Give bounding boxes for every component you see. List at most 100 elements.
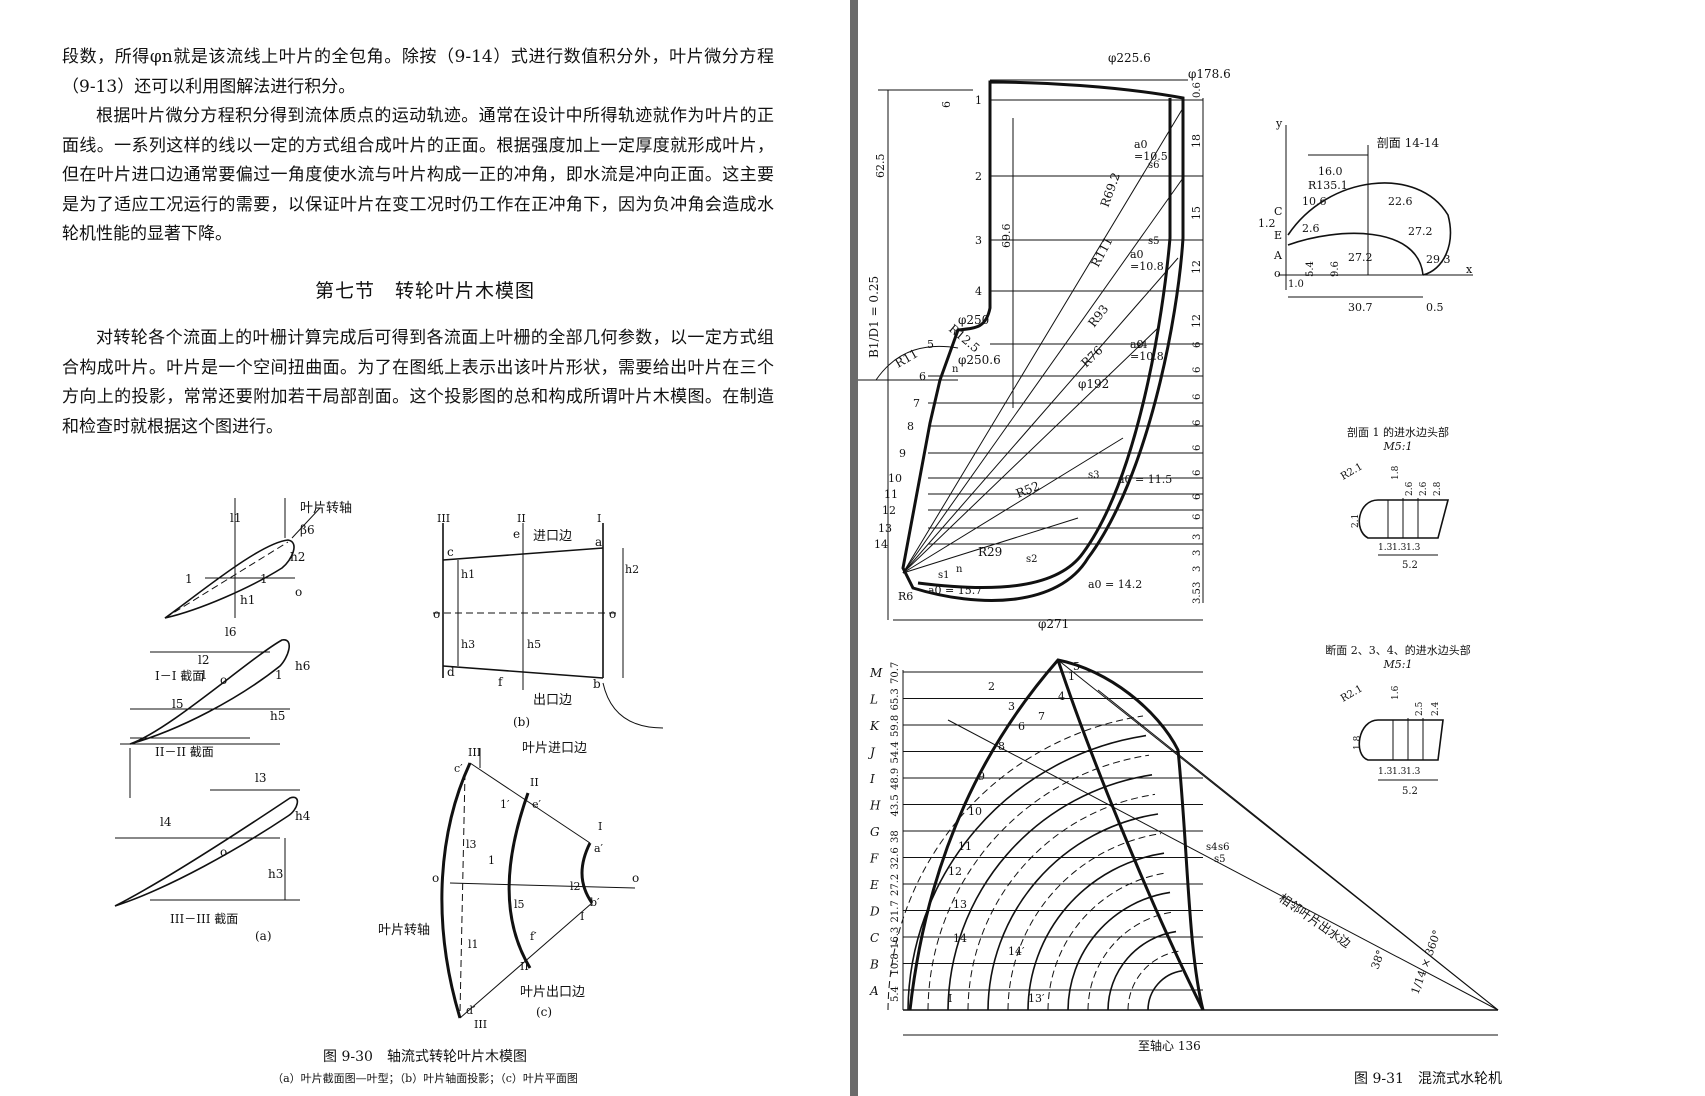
- svg-text:o: o: [220, 673, 227, 687]
- stack-dim-label: 3: [1192, 582, 1203, 588]
- section-heading: 第七节 转轮叶片木模图: [314, 280, 535, 302]
- stack-dim-label: 6: [1192, 445, 1203, 451]
- svg-text:l5: l5: [172, 697, 183, 711]
- svg-text:1.3: 1.3: [1406, 543, 1421, 553]
- svg-text:h1: h1: [240, 593, 255, 607]
- blade-meridional-drawing: φ225.6 φ178.6 φ250 φ250.6 φ192 φ271 R69.…: [858, 51, 1231, 631]
- ratio-label: B1/D1 = 0.25: [867, 276, 881, 358]
- svg-text:69.6: 69.6: [1000, 224, 1013, 249]
- left-dim-label: 27.2: [890, 874, 901, 896]
- svg-text:h5: h5: [270, 709, 285, 723]
- svg-text:=10.8: =10.8: [1130, 350, 1164, 363]
- row-label: J: [867, 746, 876, 760]
- svg-text:s4: s4: [1206, 842, 1218, 853]
- plan-curve: [1087, 911, 1174, 1011]
- curve-label: 13′: [1028, 992, 1045, 1005]
- svg-text:s6: s6: [1218, 842, 1230, 853]
- svg-text:2.1: 2.1: [1351, 514, 1361, 528]
- svg-text:R76: R76: [1078, 343, 1105, 370]
- curve-label: 4: [1058, 690, 1065, 703]
- station-label: 3: [975, 234, 982, 247]
- svg-text:I: I: [598, 820, 602, 833]
- svg-text:1.0: 1.0: [1288, 279, 1304, 290]
- svg-text:s4: s4: [1136, 340, 1148, 351]
- svg-text:5.4: 5.4: [1305, 261, 1316, 277]
- svg-text:2.6: 2.6: [1419, 481, 1429, 496]
- station-label: 2: [975, 170, 982, 183]
- svg-text:II: II: [517, 512, 526, 525]
- svg-text:27.2: 27.2: [1348, 251, 1373, 264]
- station-label: 12: [882, 504, 896, 517]
- svg-text:E: E: [1274, 229, 1282, 242]
- svg-text:1.6: 1.6: [1391, 685, 1401, 700]
- row-label: H: [869, 799, 881, 813]
- outlet-label: 出口边: [533, 693, 572, 708]
- station-label: 1: [975, 94, 982, 107]
- paragraph-1: 段数，所得φn就是该流线上叶片的全包角。除按（9-14）式进行数值积分外，叶片微…: [62, 47, 774, 97]
- row-label: G: [870, 825, 880, 839]
- station-label: 13: [878, 522, 892, 535]
- left-dim-label: 10.8: [890, 953, 901, 975]
- svg-text:R135.1: R135.1: [1308, 179, 1348, 192]
- plan-curve: [1127, 950, 1180, 1011]
- section-2-label: II－II 截面: [155, 745, 214, 759]
- svg-text:h1: h1: [461, 568, 475, 581]
- left-dim-label: 48.9: [890, 768, 901, 790]
- svg-text:62.5: 62.5: [874, 154, 887, 179]
- plan-curve: [1147, 970, 1183, 1011]
- figure-caption: 图 9-30 轴流式转轮叶片木模图: [323, 1049, 527, 1065]
- row-label: I: [869, 772, 875, 786]
- station-label: 6: [919, 370, 926, 383]
- svg-text:9.6: 9.6: [1330, 261, 1341, 277]
- svg-text:s6: s6: [1148, 160, 1160, 171]
- svg-text:1.3: 1.3: [1392, 767, 1407, 777]
- curve-label: 8: [998, 740, 1005, 753]
- svg-text:III: III: [474, 1018, 487, 1031]
- inlet-head-234-title: 断面 2、3、4、的进水边头部: [1325, 644, 1471, 657]
- svg-text:o: o: [433, 607, 440, 621]
- svg-text:1.3: 1.3: [1378, 767, 1393, 777]
- svg-text:l6: l6: [225, 625, 236, 639]
- svg-text:o: o: [632, 871, 639, 885]
- svg-text:38°: 38°: [1369, 948, 1388, 971]
- svg-text:φ225.6: φ225.6: [1108, 51, 1151, 65]
- svg-text:l4: l4: [160, 815, 172, 829]
- svg-text:f: f: [498, 675, 504, 689]
- svg-text:1: 1: [488, 854, 495, 867]
- stack-dim-label: 3: [1192, 550, 1203, 556]
- svg-text:l2: l2: [198, 653, 209, 667]
- svg-text:a0 = 11.5: a0 = 11.5: [1118, 473, 1172, 486]
- svg-text:1.3: 1.3: [1392, 543, 1407, 553]
- svg-text:2.6: 2.6: [1405, 481, 1415, 496]
- stack-dim-label: 6: [1192, 494, 1203, 500]
- inlet-head-234-scale: M5:1: [1383, 658, 1413, 671]
- inlet-head-1-scale: M5:1: [1383, 440, 1413, 453]
- curve-label: 10: [968, 805, 982, 818]
- svg-text:1.2: 1.2: [1258, 217, 1276, 230]
- svg-text:a0 = 14.2: a0 = 14.2: [1088, 578, 1142, 591]
- curve-label: 6: [1018, 720, 1025, 733]
- svg-text:c: c: [447, 545, 454, 559]
- svg-text:27.2: 27.2: [1408, 225, 1433, 238]
- svg-text:6: 6: [940, 101, 953, 108]
- svg-text:n: n: [956, 564, 963, 575]
- row-label: L: [869, 693, 878, 707]
- svg-text:h4: h4: [295, 809, 311, 823]
- svg-text:φ271: φ271: [1038, 617, 1069, 631]
- svg-text:a0 = 15.7: a0 = 15.7: [928, 584, 982, 597]
- left-page: 段数，所得φn就是该流线上叶片的全包角。除按（9-14）式进行数值积分外，叶片微…: [0, 0, 850, 1096]
- station-label: 10: [888, 472, 902, 485]
- figure-9-30c: III II I c′ e′ a′ 1′ 1 o o l3 l5 l1 l2 b…: [378, 741, 639, 1031]
- svg-text:φ250: φ250: [958, 313, 989, 327]
- svg-text:φ178.6: φ178.6: [1188, 67, 1231, 81]
- section-1-label: I－I 截面: [155, 669, 204, 683]
- plan-curve: [1067, 891, 1171, 1011]
- svg-text:h5: h5: [527, 638, 541, 651]
- svg-text:a: a: [595, 535, 602, 549]
- station-label: 14: [874, 538, 888, 551]
- svg-text:h2: h2: [290, 550, 305, 564]
- svg-text:s5: s5: [1148, 236, 1160, 247]
- svg-text:1′: 1′: [500, 798, 510, 811]
- row-label: M: [869, 666, 883, 680]
- svg-text:a0: a0: [1134, 138, 1148, 151]
